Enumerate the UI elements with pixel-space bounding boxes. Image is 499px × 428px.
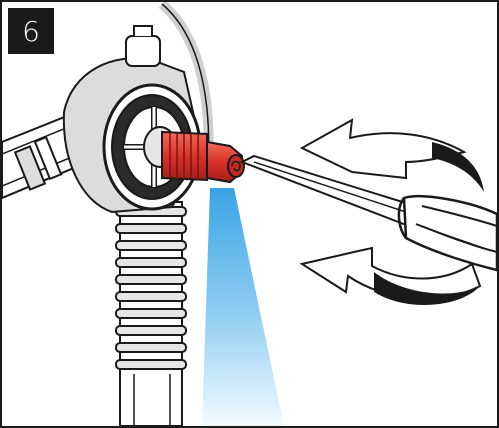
water-spray bbox=[202, 188, 284, 426]
pump-housing bbox=[64, 26, 202, 212]
step-number: 6 bbox=[22, 15, 40, 48]
nozzle-part bbox=[162, 132, 244, 182]
step-number-badge: 6 bbox=[8, 8, 54, 54]
corrugated-hose bbox=[116, 202, 186, 426]
